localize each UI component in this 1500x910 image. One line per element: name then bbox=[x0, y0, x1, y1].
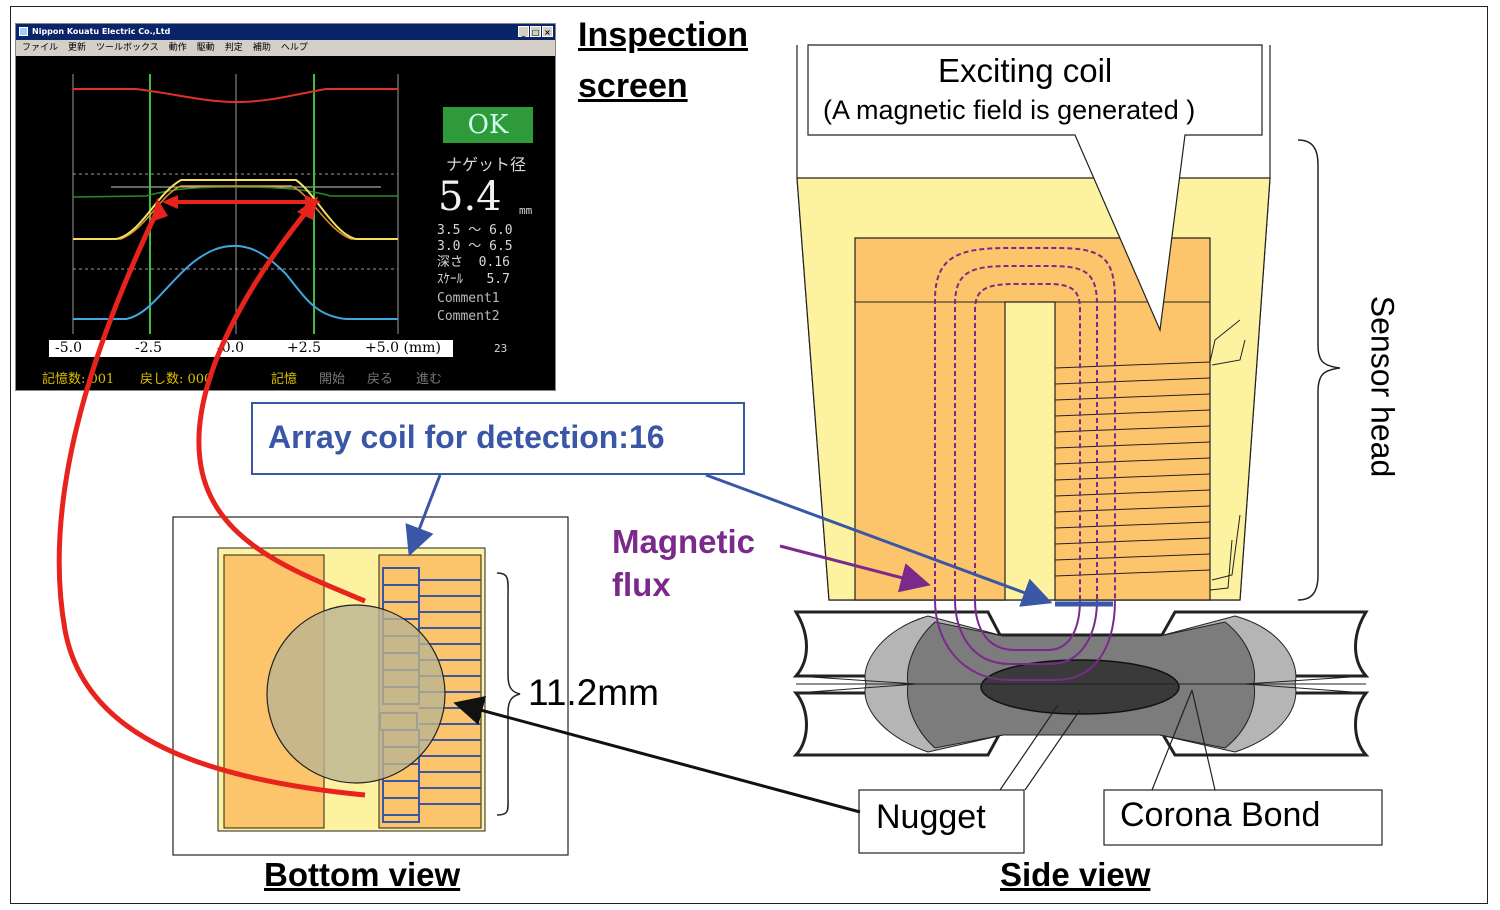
nugget-ellipse bbox=[980, 659, 1180, 715]
sensor-head-label: Sensor head bbox=[1364, 295, 1401, 478]
corona-callout-box bbox=[1103, 789, 1383, 846]
dimension-label: 11.2mm bbox=[528, 672, 659, 713]
x-tick: -5.0 bbox=[55, 340, 82, 356]
nugget-circle bbox=[266, 604, 446, 784]
inspection-heading-line1: Inspection bbox=[578, 16, 749, 54]
window-title: Nippon Kouatu Electric Co.,Ltd bbox=[32, 27, 171, 36]
store-command[interactable]: 記憶 bbox=[271, 372, 298, 387]
memory-count: 記憶数: 001 bbox=[42, 372, 115, 387]
maximize-button[interactable]: □ bbox=[530, 26, 541, 37]
return-count: 戻し数: 000 bbox=[140, 372, 213, 387]
exciting-coil-callout bbox=[807, 44, 1263, 333]
exciting-coil-label: Exciting coil bbox=[938, 52, 1113, 89]
dimension-bracket bbox=[496, 572, 521, 816]
array-coil-arrow-side bbox=[705, 473, 1053, 607]
nugget-diameter-label: ナゲット径 bbox=[446, 155, 527, 174]
channel-number: 23 bbox=[494, 342, 508, 355]
app-icon bbox=[19, 27, 28, 36]
x-tick: -2.5 bbox=[135, 340, 162, 356]
magnetic-flux-label-line1: Magnetic bbox=[612, 523, 756, 560]
menu-bar: ファイル 更新 ツールボックス 動作 駆動 判定 補助 ヘルプ bbox=[16, 40, 555, 56]
menu-operation[interactable]: 動作 bbox=[168, 43, 187, 53]
nugget-diameter-value: 5.4 bbox=[438, 174, 502, 220]
sensor-head-bracket bbox=[1297, 139, 1341, 601]
menu-help[interactable]: ヘルプ bbox=[280, 43, 308, 53]
nugget-callout-box bbox=[858, 789, 1025, 854]
menu-file[interactable]: ファイル bbox=[22, 43, 59, 53]
nugget-label: Nugget bbox=[876, 798, 986, 836]
menu-judge[interactable]: 判定 bbox=[224, 43, 243, 53]
menu-drive[interactable]: 駆動 bbox=[196, 43, 215, 53]
bottom-view bbox=[172, 516, 569, 856]
trace-yellow bbox=[73, 179, 398, 240]
menu-toolbox[interactable]: ツールボックス bbox=[96, 43, 159, 53]
range-2: 3.0 ～ 6.5 bbox=[437, 239, 513, 254]
side-view-heading: Side view bbox=[1000, 856, 1151, 893]
comment-1: Comment1 bbox=[437, 291, 500, 306]
array-coil-arrow-bottom bbox=[405, 474, 442, 557]
exciting-coil-sublabel: (A magnetic field is generated ) bbox=[823, 95, 1196, 125]
trace-green bbox=[72, 186, 398, 198]
comment-2: Comment2 bbox=[437, 309, 500, 324]
figure-frame bbox=[10, 6, 1488, 904]
trace-red bbox=[73, 88, 398, 104]
x-tick: +2.5 bbox=[287, 340, 321, 356]
menu-update[interactable]: 更新 bbox=[68, 43, 87, 53]
depth-readout: 深さ 0.16 bbox=[437, 255, 510, 270]
red-link-arrows bbox=[56, 203, 366, 798]
bottom-view-heading: Bottom view bbox=[264, 856, 461, 893]
array-coil-label: Array coil for detection:16 bbox=[268, 419, 665, 455]
range-1: 3.5 ～ 6.0 bbox=[437, 223, 513, 238]
menu-assist[interactable]: 補助 bbox=[252, 43, 271, 53]
magnetic-flux-label-line2: flux bbox=[612, 566, 671, 603]
back-command[interactable]: 戻る bbox=[367, 372, 394, 387]
close-button[interactable]: × bbox=[542, 26, 553, 37]
x-axis-bar: -5.0 -2.5 -0.0 +2.5 +5.0 (mm) bbox=[49, 340, 453, 357]
magnetic-flux-arrow bbox=[779, 544, 931, 593]
forward-command[interactable]: 進む bbox=[416, 372, 443, 387]
corona-bond-label: Corona Bond bbox=[1120, 796, 1321, 834]
minimize-button[interactable]: _ bbox=[518, 26, 529, 37]
magnetic-flux-solid bbox=[934, 599, 1116, 681]
status-ok-badge: OK bbox=[443, 107, 533, 143]
inspection-heading-line2: screen bbox=[578, 67, 688, 105]
nugget-pointer-arrow bbox=[453, 695, 861, 814]
side-view bbox=[792, 44, 1383, 854]
start-command[interactable]: 開始 bbox=[319, 372, 346, 387]
signal-plot bbox=[72, 74, 399, 334]
array-coil-label-box bbox=[251, 402, 745, 475]
nugget-unit: mm bbox=[519, 204, 533, 217]
x-tick: +5.0 (mm) bbox=[365, 340, 441, 356]
window-titlebar[interactable]: Nippon Kouatu Electric Co.,Ltd _ □ × bbox=[16, 24, 555, 40]
trace-orange bbox=[73, 185, 398, 240]
magnetic-flux-dashed bbox=[934, 247, 1116, 600]
trace-blue bbox=[73, 244, 398, 320]
scale-readout: ｽｹｰﾙ 5.7 bbox=[437, 272, 510, 287]
